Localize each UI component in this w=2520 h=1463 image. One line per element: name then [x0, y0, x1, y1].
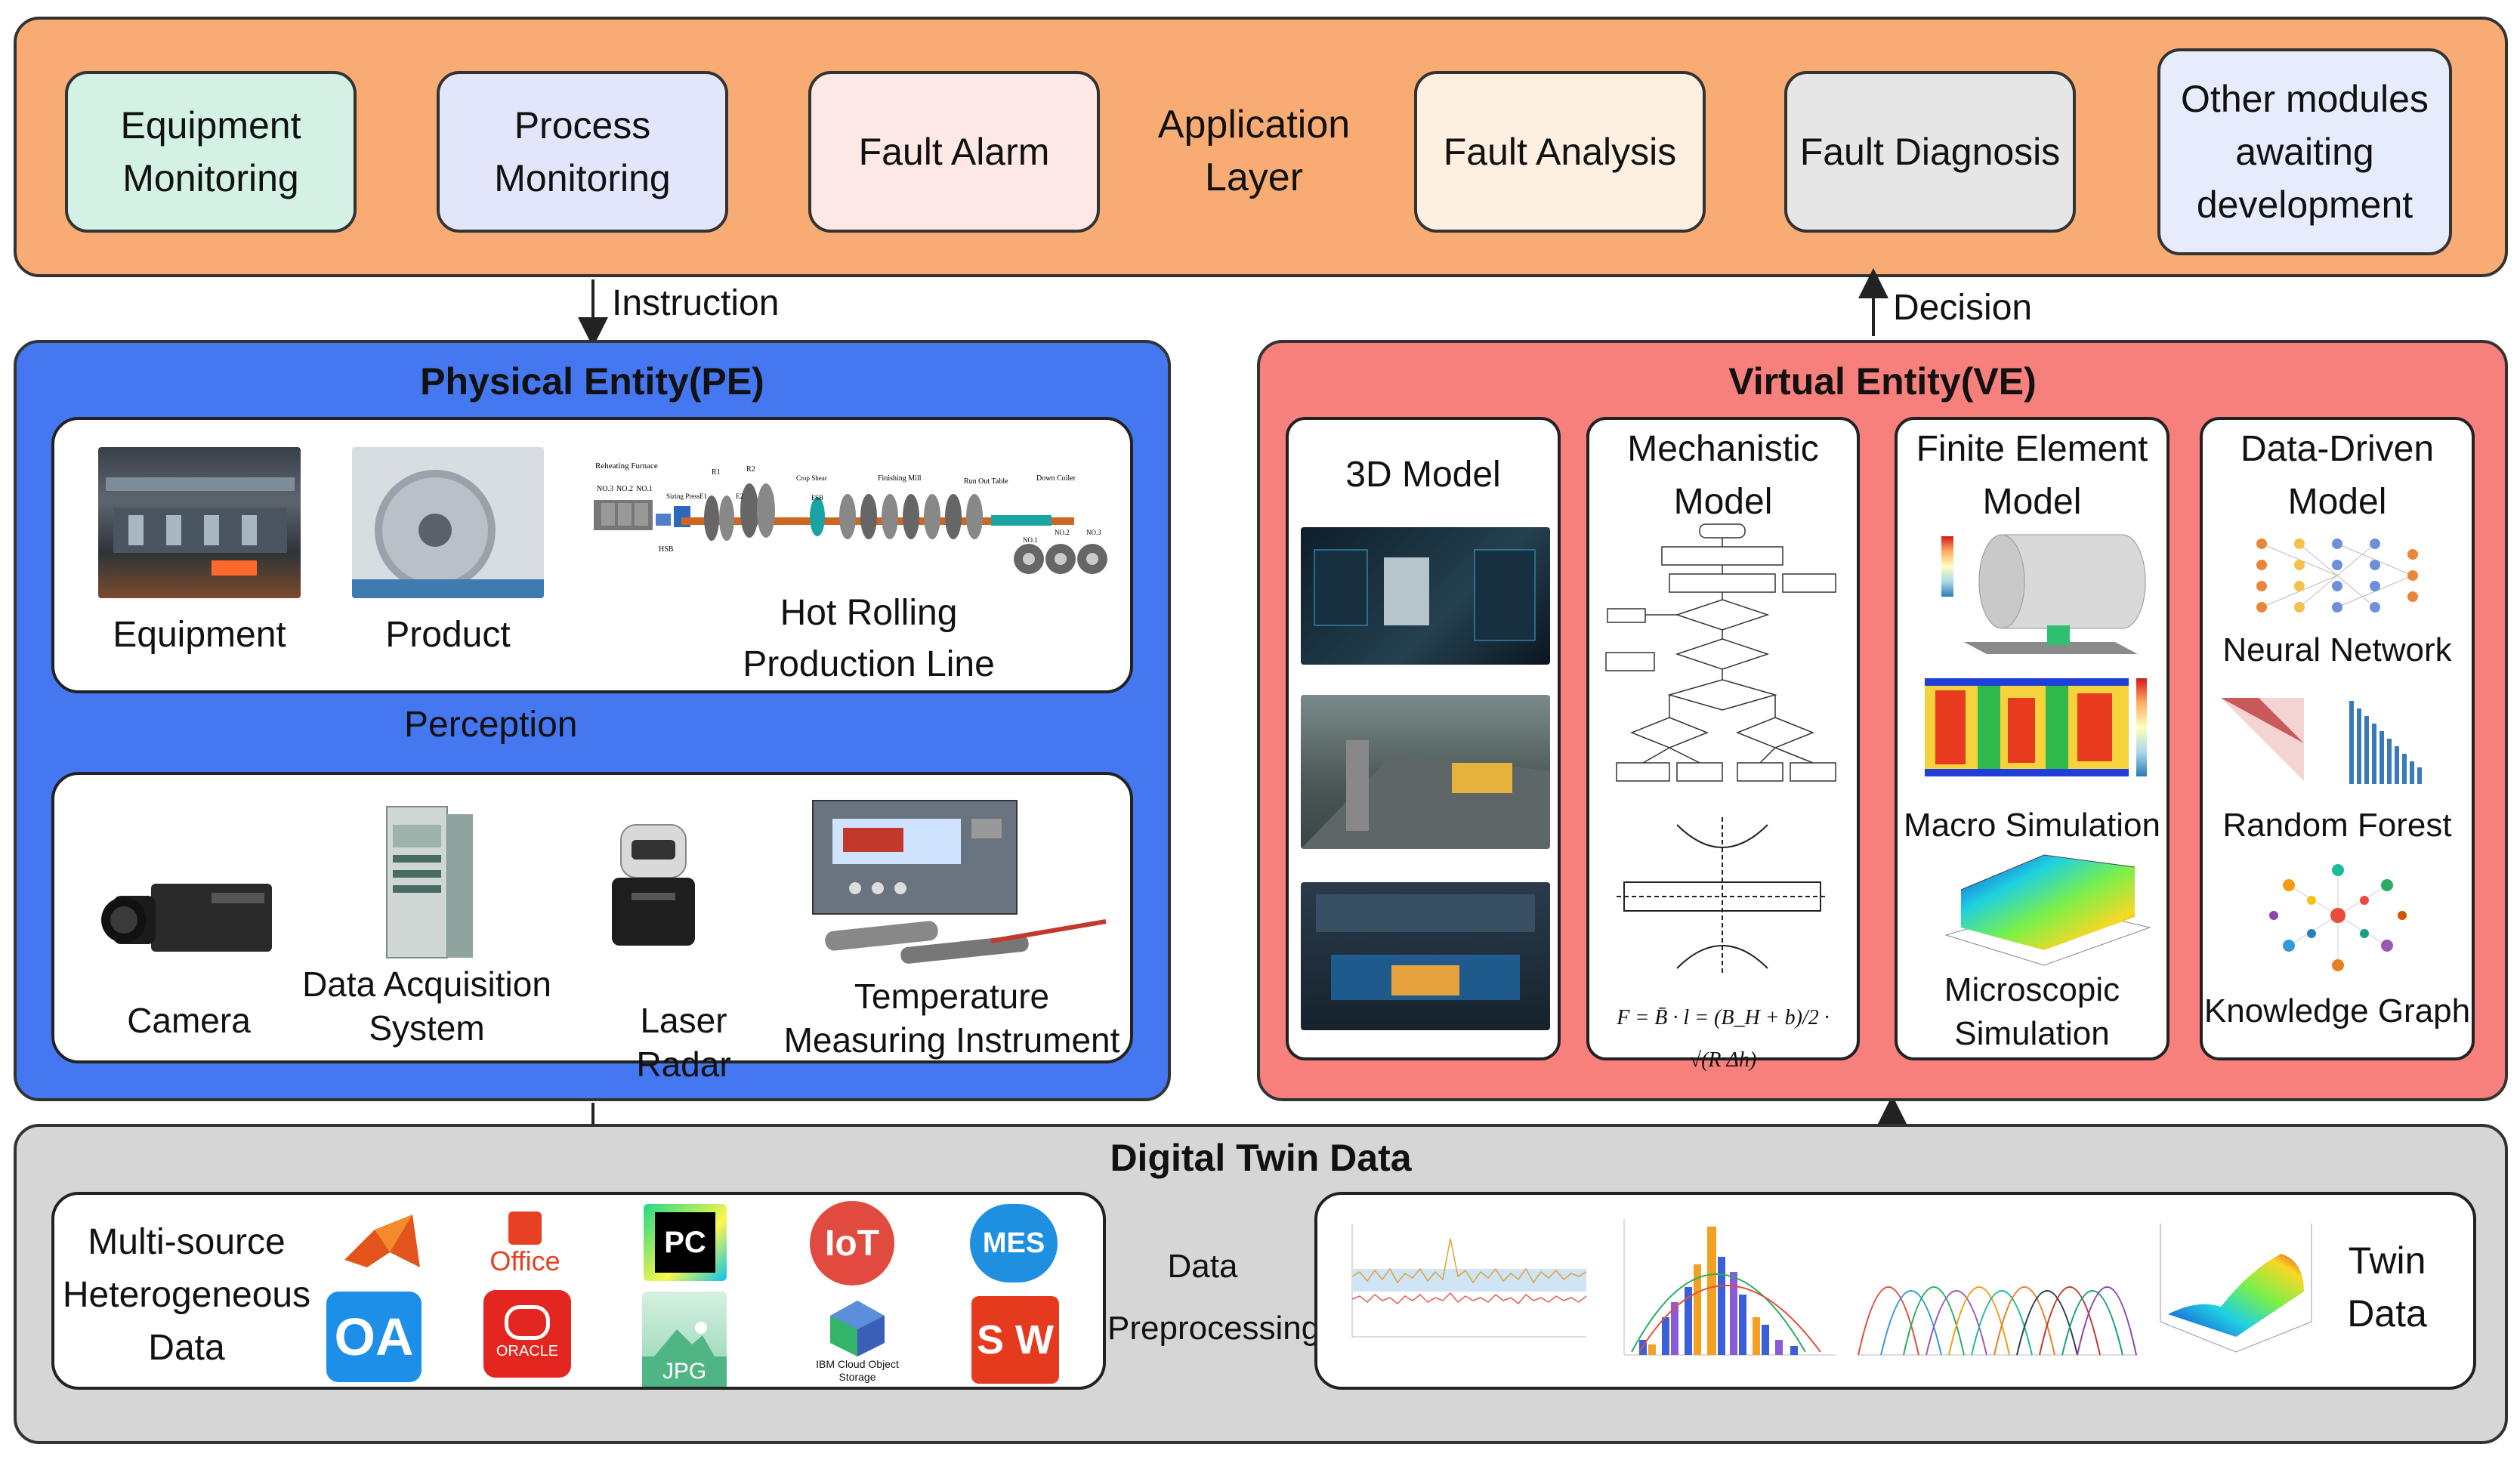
ibm-cloud-icon: IBM Cloud Object Storage [808, 1292, 906, 1390]
mechanistic-flowchart [1605, 523, 1836, 782]
svg-text:Sizing Press: Sizing Press [666, 492, 700, 500]
application-layer-label: Application Layer [1157, 103, 1351, 199]
macro-simulation-label: Macro Simulation [1904, 807, 2160, 844]
rolling-force-formula: F = B̄ · l = (B_H + b)/2 · √(R·Δh) [1617, 1006, 1830, 1072]
rolling-geometry-diagram [1617, 817, 1828, 976]
hot-rolling-line-label: Hot Rolling Production Line [743, 593, 995, 684]
svg-text:NO.2: NO.2 [1055, 529, 1070, 536]
ve-finite-element-title: Finite Element Model [1916, 429, 2148, 522]
random-forest-label: Random Forest [2222, 807, 2452, 844]
camera-icon [101, 884, 272, 952]
product-label: Product [385, 615, 511, 655]
svg-text:E1: E1 [699, 492, 707, 500]
temperature-instrument-icon [812, 800, 1107, 964]
application-layer [14, 17, 2508, 277]
camera-label: Camera [127, 1001, 251, 1040]
oa-icon: OA [326, 1292, 422, 1382]
data-sources-card [51, 1192, 1106, 1390]
instruction-label: Instruction [612, 283, 780, 323]
svg-text:Finishing Mill: Finishing Mill [878, 474, 922, 483]
office-icon: Office [476, 1210, 574, 1279]
macro-simulation-heatmap [1925, 678, 2147, 776]
perception-label: Perception [404, 705, 578, 745]
module-process-monitoring[interactable]: Process Monitoring [437, 71, 728, 233]
svg-text:NO.3: NO.3 [1086, 529, 1101, 536]
twin-data-histogram [1623, 1219, 1836, 1356]
3d-model-scene-3 [1301, 882, 1550, 1030]
microscopic-simulation-surface [1944, 854, 2151, 966]
module-fault-alarm[interactable]: Fault Alarm [808, 71, 1100, 233]
multi-source-label: Multi-source Heterogeneous Data [62, 1222, 311, 1368]
digital-twin-data-title: Digital Twin Data [1110, 1137, 1412, 1179]
equipment-label: Equipment [113, 615, 286, 655]
svg-text:Run Out Table: Run Out Table [964, 477, 1008, 486]
random-forest-charts [2221, 698, 2422, 784]
data-acquisition-icon [386, 806, 473, 958]
solidworks-icon: S W [971, 1296, 1059, 1384]
decision-label: Decision [1893, 288, 2033, 328]
iot-icon: IoT [810, 1201, 894, 1286]
knowledge-graph-icon [2269, 864, 2407, 971]
physical-entity-title: Physical Entity(PE) [420, 360, 764, 403]
svg-text:HSB: HSB [659, 545, 674, 554]
ve-3d-model-title: 3D Model [1345, 455, 1501, 495]
svg-text:NO.1: NO.1 [1023, 536, 1038, 544]
module-fault-diagnosis[interactable]: Fault Diagnosis [1784, 71, 2076, 233]
svg-text:FSB: FSB [811, 494, 823, 502]
ve-mechanistic-title: Mechanistic Model [1627, 429, 1819, 522]
module-fault-analysis[interactable]: Fault Analysis [1414, 71, 1706, 233]
3d-model-scene-2 [1301, 695, 1550, 849]
pycharm-icon: PC [644, 1204, 727, 1281]
module-other[interactable]: Other modules awaiting development [2157, 48, 2452, 255]
twin-data-3d-surface [2160, 1224, 2312, 1353]
svg-text:R2: R2 [746, 465, 755, 474]
svg-text:R1: R1 [712, 468, 721, 477]
svg-text:E2: E2 [736, 492, 743, 500]
jpg-icon: JPG [642, 1292, 727, 1387]
svg-text:Crop Shear: Crop Shear [796, 474, 827, 482]
matlab-icon [344, 1215, 420, 1267]
svg-text:NO.1: NO.1 [636, 485, 653, 493]
knowledge-graph-label: Knowledge Graph [2203, 992, 2471, 1029]
svg-text:NO.2: NO.2 [616, 485, 633, 493]
neural-network-label: Neural Network [2222, 631, 2452, 668]
data-acquisition-label: Data Acquisition System [302, 965, 551, 1048]
ve-data-driven-card [2200, 417, 2475, 1060]
3d-model-scene-1 [1301, 527, 1550, 665]
virtual-entity-title: Virtual Entity(VE) [1728, 360, 2037, 403]
ve-data-driven-title: Data-Driven Model [2240, 429, 2435, 522]
hot-rolling-line-diagram: Reheating Furnace NO.3 NO.2 NO.1 Sizing … [594, 461, 1107, 574]
module-equipment-monitoring[interactable]: Equipment Monitoring [65, 71, 357, 233]
laser-radar-icon [612, 824, 695, 946]
laser-radar-label: Laser Radar [636, 1001, 731, 1084]
temperature-instrument-label: Temperature Measuring Instrument [783, 977, 1120, 1060]
svg-text:Reheating Furnace: Reheating Furnace [595, 461, 658, 471]
equipment-photo [98, 447, 301, 598]
twin-data-label: Twin Data [2347, 1239, 2427, 1335]
product-photo [352, 447, 544, 598]
microscopic-simulation-label: Microscopic Simulation [1944, 971, 2120, 1052]
svg-text:Down Coiler: Down Coiler [1036, 474, 1076, 483]
mes-icon: MES [970, 1204, 1058, 1282]
svg-text:NO.3: NO.3 [597, 485, 613, 493]
fe-cylinder-image [1941, 534, 2146, 654]
twin-data-timeseries-plot [1329, 1216, 1594, 1367]
oracle-icon: ORACLE [483, 1290, 571, 1378]
twin-data-distribution-curves [1858, 1286, 2138, 1356]
data-preprocessing-label: Data Preprocessing [1107, 1248, 1320, 1347]
neural-network-icon [2256, 539, 2418, 613]
